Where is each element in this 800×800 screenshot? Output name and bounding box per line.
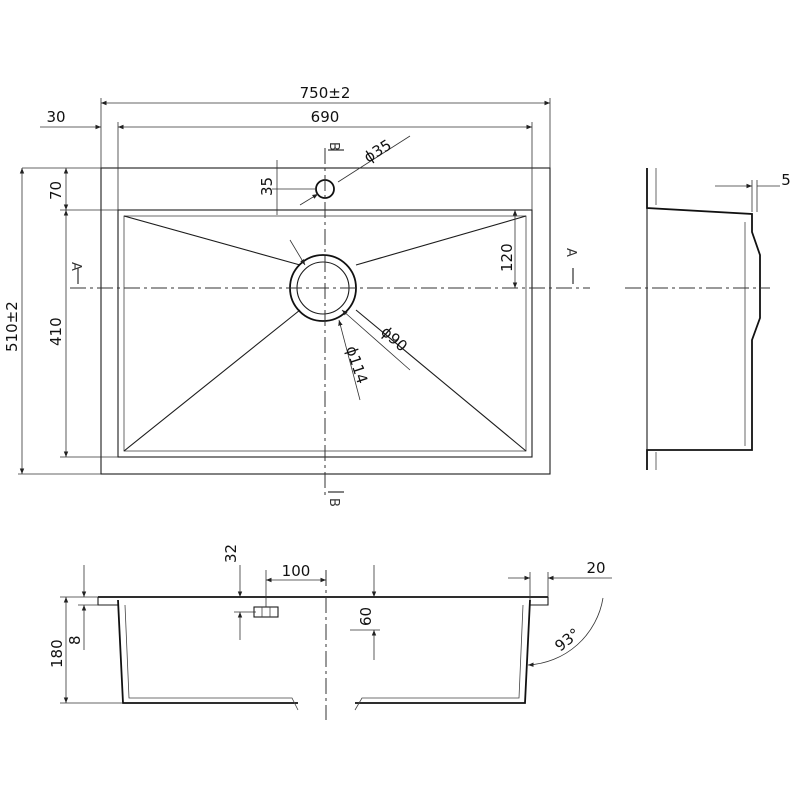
dim-side-flange: 5 — [781, 171, 791, 189]
slope-line — [355, 309, 527, 452]
angle-arc — [527, 597, 604, 667]
dim-tap-hole-diameter: ϕ35 — [361, 136, 395, 167]
top-view: A A B B 750±2 690 30 ϕ35 35 70 — [3, 84, 590, 507]
rim-right — [530, 597, 549, 606]
side-view: 5 — [625, 168, 791, 470]
slope-line — [123, 309, 301, 452]
slope-line — [123, 215, 301, 266]
dim-wall-angle: 93° — [551, 625, 583, 656]
leader-line — [289, 239, 306, 266]
section-b-top-label: B — [326, 142, 341, 151]
dim-drain-height: 60 — [357, 607, 375, 626]
dim-drain-offset: 120 — [498, 243, 516, 272]
dim-overflow-height: 32 — [222, 544, 240, 563]
dim-overall-width: 750±2 — [300, 84, 351, 102]
section-a-left-label: A — [68, 262, 83, 271]
dim-bowl-height: 180 — [48, 639, 66, 668]
dim-drain-outer: ϕ114 — [342, 344, 371, 386]
dim-rim-thickness: 8 — [66, 635, 84, 645]
leader-line — [299, 193, 319, 206]
overflow-slot — [253, 606, 279, 618]
dim-drain-inner: ϕ90 — [377, 323, 411, 356]
dim-overflow-offset: 100 — [282, 562, 311, 580]
leader-line — [338, 319, 361, 401]
dim-flange-left: 30 — [46, 108, 65, 126]
slope-line — [355, 215, 527, 266]
dim-inner-depth: 410 — [47, 317, 65, 346]
dim-tap-offset: 35 — [258, 177, 276, 196]
wall-right — [355, 599, 531, 704]
wall-left — [117, 599, 298, 704]
wall-right-inner — [354, 604, 524, 711]
dim-inner-width: 690 — [311, 108, 340, 126]
wall-left-inner — [124, 604, 299, 711]
side-profile — [646, 168, 761, 470]
section-a-right-label: A — [563, 248, 578, 257]
rim-left — [97, 597, 118, 606]
leader-line — [341, 309, 411, 371]
section-b-bottom-label: B — [326, 498, 341, 507]
leader-line — [337, 135, 411, 183]
dim-top-offset: 70 — [47, 181, 65, 200]
front-view: 180 8 32 100 60 20 93° — [48, 544, 612, 720]
dim-overall-depth: 510±2 — [3, 301, 21, 352]
dim-rim-width: 20 — [586, 559, 605, 577]
